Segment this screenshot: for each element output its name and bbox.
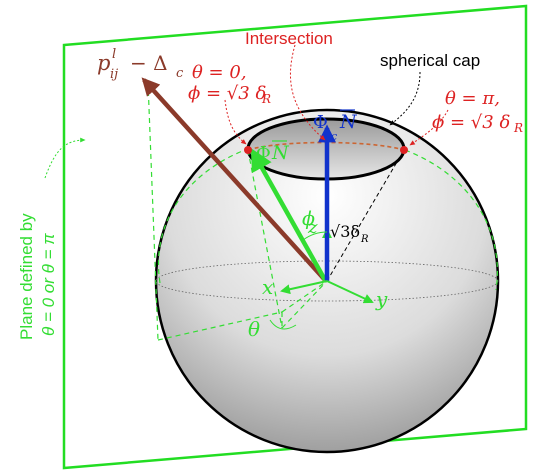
radius-line <box>326 149 405 282</box>
svg-text:c: c <box>331 130 337 143</box>
svg-text:ϕ = √3 δ: ϕ = √3 δ <box>432 112 510 133</box>
p-label: p l ij − Δ c <box>97 47 184 82</box>
phi-angle-arc <box>302 231 328 241</box>
intersection-pointer <box>289 44 326 141</box>
svg-text:R: R <box>513 121 523 135</box>
spherical-cap-pointer <box>389 71 421 126</box>
theta0-label: θ = 0, ϕ = √3 δ R <box>188 62 271 106</box>
svg-text:θ = 0,: θ = 0, <box>192 62 247 83</box>
thetapi-label: θ = π, ϕ = √3 δ R <box>432 88 523 135</box>
svg-text:R: R <box>261 92 271 106</box>
z-axis-label: z <box>307 217 318 238</box>
theta-angle-label: θ <box>248 317 260 341</box>
svg-text:ij: ij <box>110 67 118 82</box>
theta0-pointer <box>224 99 247 145</box>
svg-text:Φ: Φ <box>256 143 271 164</box>
x-axis-arrow <box>280 280 328 295</box>
svg-text:N: N <box>339 111 358 133</box>
phi-n-vector-arrow <box>250 148 327 282</box>
intersection-point-left <box>244 146 252 154</box>
svg-text:− Δ: − Δ <box>130 51 168 75</box>
svg-text:c: c <box>176 66 184 81</box>
svg-text:Plane defined by: Plane defined by <box>17 213 36 340</box>
svg-text:θ = 0 or θ = π: θ = 0 or θ = π <box>39 233 58 336</box>
equator <box>155 260 499 302</box>
intersection-point-right <box>400 146 408 154</box>
phi-angle-label: ϕ <box>302 208 315 230</box>
plane-great-circle <box>158 147 498 291</box>
theta-angle-arc <box>269 319 297 330</box>
phi-n-c-label: Φ N c <box>313 109 358 143</box>
thetapi-pointer <box>409 109 449 146</box>
projection-lines <box>147 81 328 341</box>
svg-text:N: N <box>271 142 290 164</box>
plane-label: Plane defined by θ = 0 or θ = π <box>17 213 58 340</box>
svg-text:R: R <box>360 234 369 245</box>
phi-n-label: Φ N <box>256 140 290 164</box>
svg-text:Φ: Φ <box>313 112 328 133</box>
p-vector-arrow <box>141 77 327 282</box>
svg-text:ϕ = √3 δ: ϕ = √3 δ <box>188 83 266 104</box>
svg-text:√3δ: √3δ <box>330 222 360 241</box>
y-axis-arrow <box>326 280 374 304</box>
x-axis-label: x <box>262 275 273 299</box>
y-axis-label: y <box>375 287 388 311</box>
sqrt3-delta-label: √3δ R <box>330 222 369 245</box>
plane-pointer <box>44 137 86 179</box>
intersection-label: Intersection <box>245 29 333 48</box>
spherical-cap-label: spherical cap <box>380 51 480 70</box>
svg-text:l: l <box>112 47 116 62</box>
svg-text:θ = π,: θ = π, <box>445 88 500 109</box>
svg-text:p: p <box>97 51 110 75</box>
plane-outline <box>62 4 528 470</box>
